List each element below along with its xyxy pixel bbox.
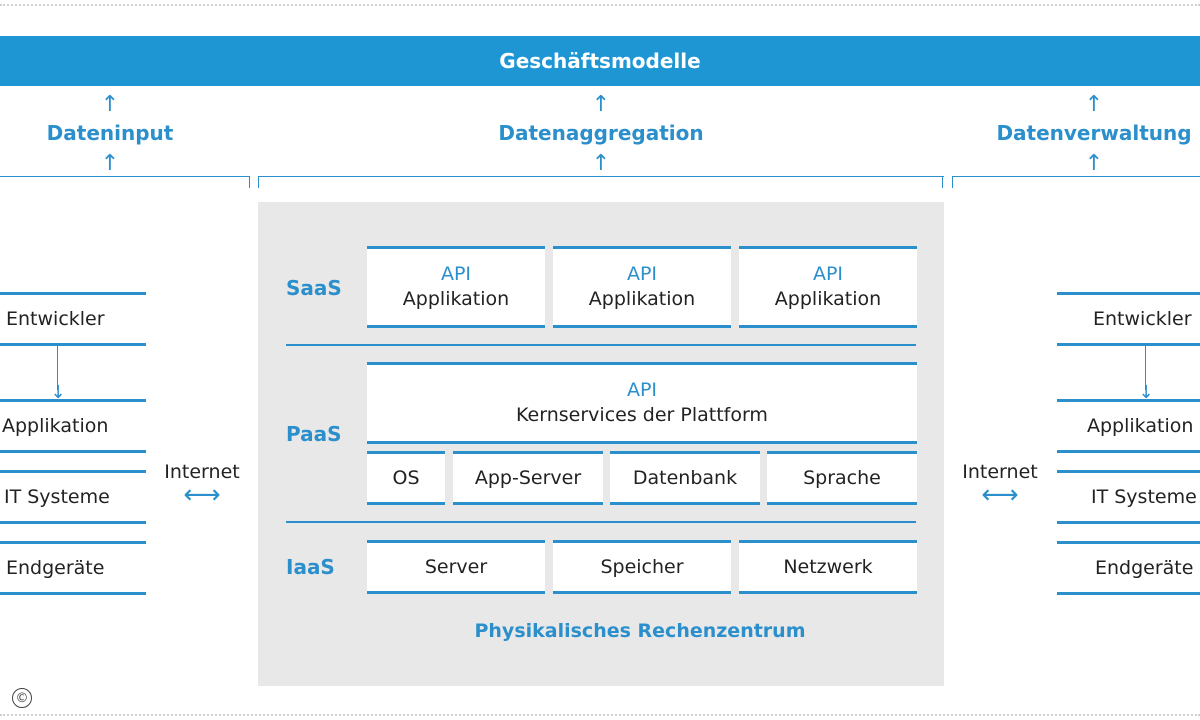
iaas-label: Netzwerk	[783, 556, 873, 578]
saas-box-2: API Applikation	[553, 246, 731, 328]
iaas-box-speicher: Speicher	[553, 540, 731, 594]
arrow-up-icon: ↑	[591, 92, 611, 117]
paas-component-app-server: App-Server	[453, 451, 603, 505]
api-label: API	[626, 379, 658, 401]
paas-component-sprache: Sprache	[767, 451, 917, 505]
arrow-up-icon: ↑	[100, 151, 120, 176]
arrow-down-icon: ↓	[1138, 382, 1154, 403]
banner-title: Geschäftsmodelle	[499, 49, 701, 73]
api-label: API	[812, 263, 844, 285]
saas-box-1: API Applikation	[367, 246, 545, 328]
connector-line	[57, 346, 58, 390]
api-label: API	[626, 263, 658, 285]
paas-component-os: OS	[367, 451, 445, 505]
stack-label: IT Systeme	[4, 486, 110, 508]
left-stack-applikation: Applikation	[0, 399, 146, 453]
bidirectional-arrow-icon: ⟷	[981, 480, 1019, 510]
api-label: API	[440, 263, 472, 285]
saas-box-text: Applikation	[402, 288, 510, 310]
bracket-line	[952, 176, 1200, 177]
right-stack-endgeraete: Endgeräte	[1057, 541, 1200, 595]
saas-box-text: Applikation	[588, 288, 696, 310]
internet-label-right: Internet	[962, 461, 1038, 483]
left-stack-endgeraete: Endgeräte	[0, 541, 146, 595]
layer-label-paas: PaaS	[286, 422, 342, 446]
arrow-down-icon: ↓	[50, 382, 66, 403]
bottom-dotted-border	[0, 714, 1200, 716]
iaas-label: Speicher	[600, 556, 684, 578]
right-stack-it-systeme: IT Systeme	[1057, 470, 1200, 524]
arrow-up-icon: ↑	[1084, 151, 1104, 176]
stack-label: Entwickler	[1093, 308, 1192, 330]
bracket-line	[0, 176, 250, 177]
stack-label: Applikation	[1087, 415, 1194, 437]
iaas-box-netzwerk: Netzwerk	[739, 540, 917, 594]
layer-label-iaas: IaaS	[286, 555, 335, 579]
internet-label-left: Internet	[164, 461, 240, 483]
arrow-up-icon: ↑	[591, 151, 611, 176]
right-stack-entwickler: Entwickler	[1057, 292, 1200, 346]
bidirectional-arrow-icon: ⟷	[183, 480, 221, 510]
saas-box-3: API Applikation	[739, 246, 917, 328]
stack-label: IT Systeme	[1091, 486, 1197, 508]
stack-label: Endgeräte	[1095, 557, 1194, 579]
iaas-label: Server	[424, 556, 488, 578]
saas-box-text: Applikation	[774, 288, 882, 310]
copyright-symbol: ©	[15, 690, 29, 706]
paas-core-text: Kernservices der Plattform	[516, 404, 768, 426]
bracket-tick	[952, 176, 953, 188]
bracket-tick	[942, 176, 943, 188]
bracket-line	[258, 176, 944, 177]
layer-label-saas: SaaS	[286, 276, 342, 300]
arrow-up-icon: ↑	[100, 92, 120, 117]
bracket-tick	[258, 176, 259, 188]
component-label: App-Server	[474, 467, 582, 489]
layer-separator	[286, 344, 916, 346]
component-label: Sprache	[803, 467, 881, 489]
arrow-up-icon: ↑	[1084, 92, 1104, 117]
right-stack-applikation: Applikation	[1057, 399, 1200, 453]
paas-component-datenbank: Datenbank	[610, 451, 760, 505]
column-label-datenverwaltung: Datenverwaltung	[996, 121, 1192, 145]
bracket-tick	[249, 176, 250, 188]
stack-label: Applikation	[2, 415, 109, 437]
column-label-dateninput: Dateninput	[46, 121, 174, 145]
component-label: OS	[392, 467, 420, 489]
paas-core-box: API Kernservices der Plattform	[367, 362, 917, 444]
left-stack-entwickler: Entwickler	[0, 292, 146, 346]
copyright-icon: ©	[12, 688, 32, 708]
iaas-box-server: Server	[367, 540, 545, 594]
connector-line	[1145, 346, 1146, 390]
left-stack-it-systeme: IT Systeme	[0, 470, 146, 524]
stack-label: Endgeräte	[6, 557, 105, 579]
column-label-datenaggregation: Datenaggregation	[498, 121, 704, 145]
top-dotted-border	[0, 4, 1200, 6]
business-models-banner: Geschäftsmodelle	[0, 36, 1200, 86]
datacenter-label: Physikalisches Rechenzentrum	[474, 620, 806, 642]
stack-label: Entwickler	[6, 308, 105, 330]
layer-separator	[286, 521, 916, 523]
component-label: Datenbank	[632, 467, 738, 489]
